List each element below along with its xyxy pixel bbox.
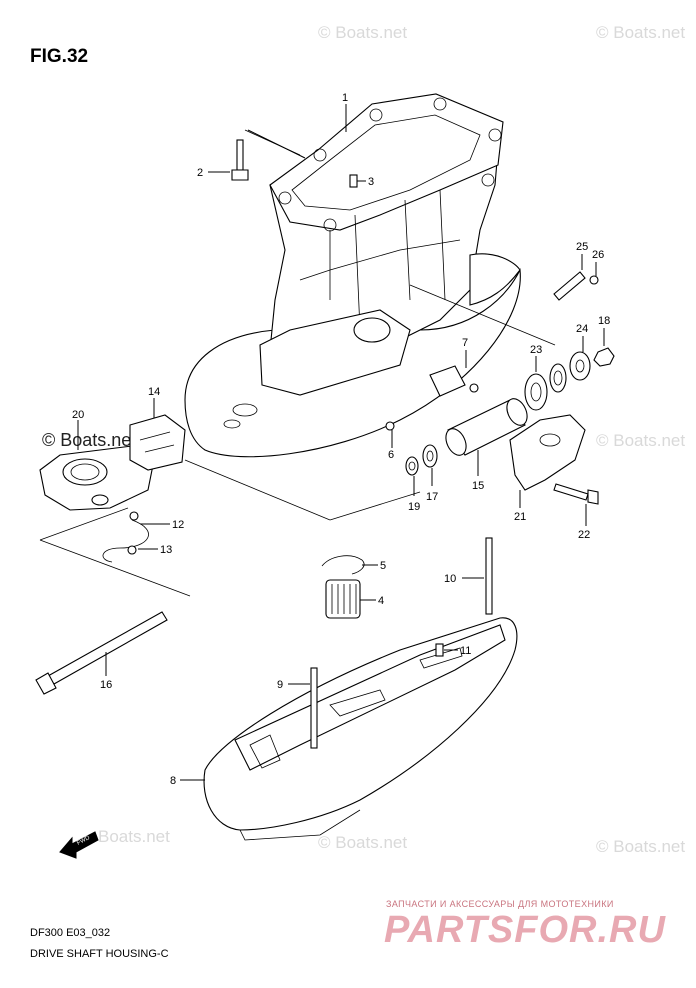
figure-title: FIG.32 bbox=[30, 46, 88, 67]
bolt-part-22 bbox=[553, 483, 599, 526]
callout-2: 2 bbox=[197, 167, 203, 179]
banner-tagline: ЗАПЧАСТИ И АКСЕССУАРЫ ДЛЯ МОТОТЕХНИКИ bbox=[386, 899, 614, 909]
callout-26: 26 bbox=[592, 249, 604, 261]
callout-12: 12 bbox=[172, 519, 184, 531]
callout-8: 8 bbox=[170, 775, 176, 787]
callout-1: 1 bbox=[342, 92, 348, 104]
mount-bracket-part-20 bbox=[39, 420, 156, 511]
washer-part-24 bbox=[569, 336, 591, 381]
callout-16: 16 bbox=[100, 679, 112, 691]
callout-7: 7 bbox=[462, 337, 468, 349]
washer-part-24-inner bbox=[549, 363, 567, 393]
watermark-bottom-right: © Boats.net bbox=[596, 837, 685, 856]
drive-shaft-housing bbox=[184, 93, 521, 458]
fwd-arrow-icon: FWD bbox=[59, 831, 99, 859]
washer-part-19 bbox=[405, 456, 419, 496]
callout-15: 15 bbox=[472, 480, 484, 492]
ground-wire-parts-12-13 bbox=[102, 511, 170, 563]
pin-part-26 bbox=[589, 262, 599, 285]
watermark-top-center: © Boats.net bbox=[318, 23, 407, 42]
bracket-part-21 bbox=[509, 414, 586, 508]
callout-17: 17 bbox=[426, 491, 438, 503]
dowel-part-3 bbox=[349, 174, 366, 188]
long-bolt-part-16 bbox=[35, 611, 168, 695]
assembly-guide-lines bbox=[39, 129, 556, 597]
callout-19: 19 bbox=[408, 501, 420, 513]
watermark-mid-right: © Boats.net bbox=[596, 431, 685, 450]
callout-20: 20 bbox=[72, 409, 84, 421]
circlip-part-5 bbox=[321, 555, 378, 575]
callout-24: 24 bbox=[576, 323, 588, 335]
callout-10: 10 bbox=[444, 573, 456, 585]
washer-part-23 bbox=[524, 356, 548, 411]
callout-5: 5 bbox=[380, 560, 386, 572]
banner-brand: PARTSFOR.RU bbox=[384, 909, 666, 951]
screw-part-6 bbox=[385, 421, 395, 448]
rubber-mount-part-14 bbox=[129, 398, 186, 471]
diagram-caption: DRIVE SHAFT HOUSING-C bbox=[30, 948, 169, 960]
bearing-part-4 bbox=[325, 579, 376, 619]
watermark-bottom-center: © Boats.net bbox=[318, 833, 407, 852]
stud-part-9 bbox=[288, 667, 318, 749]
callout-13: 13 bbox=[160, 544, 172, 556]
clip-part-25 bbox=[553, 254, 586, 301]
watermark-dark: © Boats.net bbox=[42, 430, 136, 450]
callout-22: 22 bbox=[578, 529, 590, 541]
callout-18: 18 bbox=[598, 315, 610, 327]
callout-14: 14 bbox=[148, 386, 160, 398]
callout-9: 9 bbox=[277, 679, 283, 691]
callout-4: 4 bbox=[378, 595, 384, 607]
plate-part-7 bbox=[429, 350, 479, 397]
callout-3: 3 bbox=[368, 176, 374, 188]
callout-11: 11 bbox=[460, 645, 471, 657]
sleeve-part-15 bbox=[445, 398, 528, 476]
washer-part-17 bbox=[422, 444, 438, 486]
callout-6: 6 bbox=[388, 449, 394, 461]
callout-25: 25 bbox=[576, 241, 588, 253]
callout-23: 23 bbox=[530, 344, 542, 356]
nut-part-18 bbox=[593, 328, 615, 367]
model-code: DF300 E03_032 bbox=[30, 927, 110, 939]
dowel-part-11 bbox=[435, 643, 458, 657]
watermark-bottom-left: Boats.net bbox=[98, 827, 170, 846]
stud-part-10 bbox=[462, 537, 493, 615]
callout-21: 21 bbox=[514, 511, 526, 523]
watermark-top-right: © Boats.net bbox=[596, 23, 685, 42]
